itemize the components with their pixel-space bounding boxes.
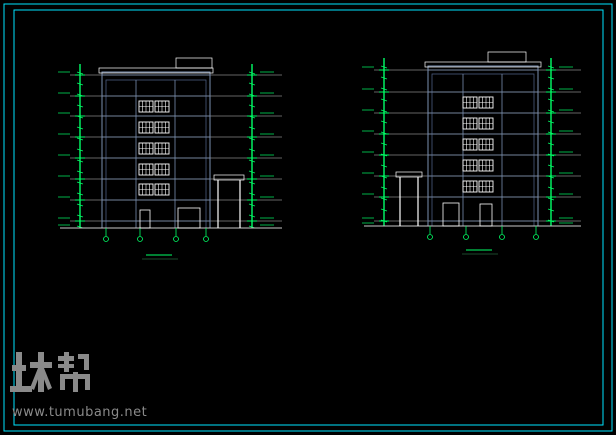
dimension-tick bbox=[380, 197, 388, 201]
dimension-tick bbox=[547, 131, 555, 135]
axis-bubble bbox=[137, 236, 143, 242]
dimension-tick bbox=[248, 148, 256, 152]
axis-bubble bbox=[533, 234, 539, 240]
axis-bubble bbox=[463, 234, 469, 240]
dimension-tick bbox=[547, 120, 555, 124]
dimension-tick bbox=[547, 219, 555, 223]
dimension-tick bbox=[76, 181, 84, 185]
elevation-left bbox=[58, 57, 282, 260]
dimension-tick bbox=[380, 142, 388, 146]
door bbox=[139, 209, 151, 229]
dimension-tick bbox=[248, 104, 256, 108]
dimension-tick bbox=[380, 65, 388, 69]
dimension-tick bbox=[380, 131, 388, 135]
dimension-tick bbox=[547, 109, 555, 113]
dimension-tick bbox=[248, 214, 256, 218]
dimension-tick bbox=[547, 98, 555, 102]
dimension-tick bbox=[248, 192, 256, 196]
dimension-tick bbox=[76, 71, 84, 75]
dimension-tick bbox=[248, 170, 256, 174]
dimension-tick bbox=[547, 175, 555, 179]
dimension-tick bbox=[547, 76, 555, 80]
dimension-tick bbox=[248, 137, 256, 141]
dimension-tick bbox=[76, 170, 84, 174]
dimension-tick bbox=[76, 93, 84, 97]
dimension-tick bbox=[76, 148, 84, 152]
dimension-tick bbox=[380, 153, 388, 157]
dimension-tick bbox=[76, 104, 84, 108]
roof-parapet bbox=[424, 61, 542, 68]
dimension-tick bbox=[380, 208, 388, 212]
entrance-canopy bbox=[395, 171, 423, 178]
roof-stair-tower bbox=[487, 51, 527, 63]
dimension-tick bbox=[547, 142, 555, 146]
dimension-tick bbox=[547, 153, 555, 157]
dimension-tick bbox=[248, 93, 256, 97]
dimension-tick bbox=[380, 120, 388, 124]
roof-parapet bbox=[98, 67, 214, 74]
axis-bubble bbox=[499, 234, 505, 240]
outer-frame bbox=[3, 3, 613, 432]
building-outline bbox=[101, 71, 211, 229]
dimension-tick bbox=[248, 126, 256, 130]
dimension-tick bbox=[76, 115, 84, 119]
dimension-tick bbox=[380, 76, 388, 80]
dimension-tick bbox=[547, 87, 555, 91]
dimension-tick bbox=[547, 65, 555, 69]
dimension-tick bbox=[248, 181, 256, 185]
building-outline bbox=[427, 65, 539, 227]
dimension-tick bbox=[248, 159, 256, 163]
dimension-tick bbox=[380, 186, 388, 190]
dimension-tick bbox=[248, 115, 256, 119]
dimension-tick bbox=[248, 71, 256, 75]
dimension-tick bbox=[380, 175, 388, 179]
entrance-canopy bbox=[213, 174, 245, 181]
dimension-tick bbox=[76, 82, 84, 86]
dimension-tick bbox=[547, 197, 555, 201]
axis-bubble bbox=[203, 236, 209, 242]
dimension-tick bbox=[76, 214, 84, 218]
dimension-tick bbox=[547, 208, 555, 212]
dimension-tick bbox=[380, 109, 388, 113]
door bbox=[479, 203, 493, 227]
door bbox=[442, 202, 460, 227]
dimension-tick bbox=[380, 98, 388, 102]
door bbox=[177, 207, 201, 229]
dimension-tick bbox=[380, 87, 388, 91]
dimension-tick bbox=[76, 159, 84, 163]
axis-bubble bbox=[103, 236, 109, 242]
axis-bubble bbox=[173, 236, 179, 242]
dimension-tick bbox=[547, 164, 555, 168]
dimension-tick bbox=[380, 164, 388, 168]
dimension-tick bbox=[380, 219, 388, 223]
dimension-tick bbox=[76, 137, 84, 141]
inner-frame bbox=[13, 9, 604, 426]
dimension-tick bbox=[76, 126, 84, 130]
dimension-tick bbox=[547, 186, 555, 190]
elevation-right bbox=[362, 51, 581, 255]
watermark-logo bbox=[10, 352, 90, 392]
watermark-url: www.tumubang.net bbox=[12, 405, 148, 420]
dimension-tick bbox=[248, 203, 256, 207]
dimension-tick bbox=[248, 82, 256, 86]
axis-bubble bbox=[427, 234, 433, 240]
dimension-tick bbox=[76, 192, 84, 196]
roof-stair-tower bbox=[175, 57, 213, 69]
dimension-tick bbox=[76, 203, 84, 207]
